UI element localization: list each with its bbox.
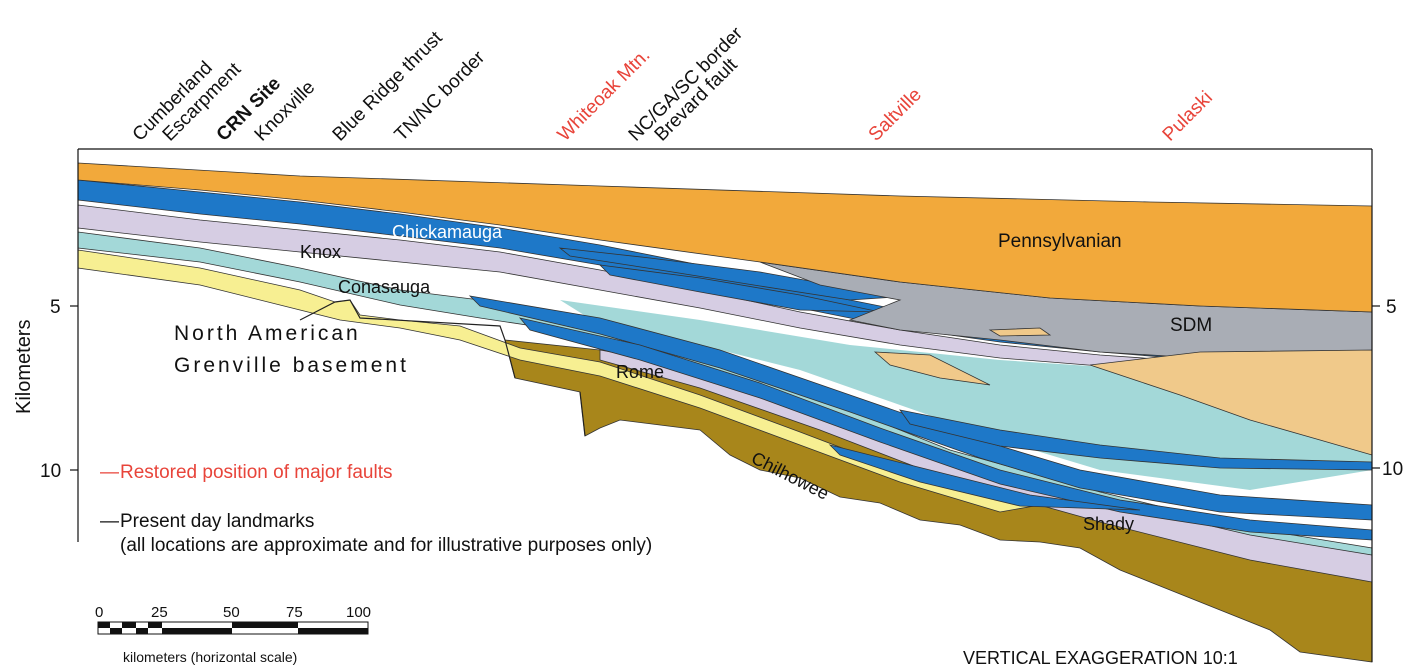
scale-caption: kilometers (horizontal scale) <box>123 649 297 665</box>
label-shady: Shady <box>1083 514 1134 534</box>
label-basement-line2: Grenville basement <box>174 354 409 377</box>
scale-seg-a4 <box>136 628 148 634</box>
scale-seg-a1 <box>98 622 110 628</box>
layer-pennsylvanian <box>77 162 1373 313</box>
scale-seg-b3 <box>298 628 368 634</box>
layer-sdm-tan <box>1089 349 1373 456</box>
legend: — Restored position of major faults — Pr… <box>100 462 652 556</box>
landmark-nc-ga-sc-border: NC/GA/SC border <box>625 23 748 146</box>
scale-tick-50: 50 <box>223 604 240 621</box>
scale-tick-100: 100 <box>346 604 371 621</box>
legend-faults-text: Restored position of major faults <box>120 462 392 483</box>
right-tick-label-5: 5 <box>1386 297 1397 318</box>
landmark-labels: Cumberland Escarpment CRN Site Knoxville… <box>129 23 1217 146</box>
left-axis: 5 10 Kilometers <box>13 149 79 542</box>
label-sdm: SDM <box>1170 315 1212 336</box>
scale-seg-a5 <box>148 622 162 628</box>
left-tick-label-5: 5 <box>50 297 61 318</box>
layer-sdm-tan-lens-2 <box>988 327 1052 337</box>
legend-landmarks-dash: — <box>100 511 119 532</box>
label-chickamauga: Chickamauga <box>392 222 503 242</box>
geologic-layers <box>77 162 1373 663</box>
label-knox: Knox <box>300 242 341 262</box>
scale-tick-25: 25 <box>151 604 168 621</box>
left-tick-label-10: 10 <box>40 461 61 482</box>
scale-seg-a2 <box>110 628 122 634</box>
label-rome: Rome <box>616 362 664 382</box>
basement-top-line <box>299 299 516 379</box>
legend-faults-dash: — <box>100 462 119 483</box>
layer-conasauga-east <box>560 300 1372 490</box>
landmark-saltville: Saltville <box>865 84 926 145</box>
scale-seg-b1 <box>162 628 232 634</box>
right-axis: 5 10 <box>1371 149 1403 662</box>
vertical-exaggeration-note: VERTICAL EXAGGERATION 10:1 <box>963 648 1238 668</box>
right-tick-label-10: 10 <box>1382 459 1403 480</box>
axis-label-kilometers: Kilometers <box>13 320 35 414</box>
fault-line <box>579 391 586 437</box>
label-basement-line1: North American <box>174 322 361 345</box>
landmark-pulaski: Pulaski <box>1159 87 1217 145</box>
scale-bar: 0 25 50 75 100 kilometers (horizontal sc… <box>95 604 371 665</box>
scale-seg-a3 <box>122 622 136 628</box>
landmark-blue-ridge-thrust: Blue Ridge thrust <box>329 27 447 145</box>
chickamauga-lens-4 <box>828 444 1141 511</box>
label-conasauga: Conasauga <box>338 277 431 297</box>
scale-seg-b2 <box>232 622 298 628</box>
legend-note-text: (all locations are approximate and for i… <box>120 535 652 556</box>
layer-sdm-tan-lens <box>873 351 991 386</box>
scale-tick-0: 0 <box>95 604 103 621</box>
chickamauga-lens-upper-2 <box>598 264 881 313</box>
label-pennsylvanian: Pennsylvanian <box>998 231 1122 252</box>
legend-landmarks-text: Present day landmarks <box>120 511 314 532</box>
scale-tick-75: 75 <box>286 604 303 621</box>
chickamauga-lens-upper-1 <box>558 247 911 301</box>
